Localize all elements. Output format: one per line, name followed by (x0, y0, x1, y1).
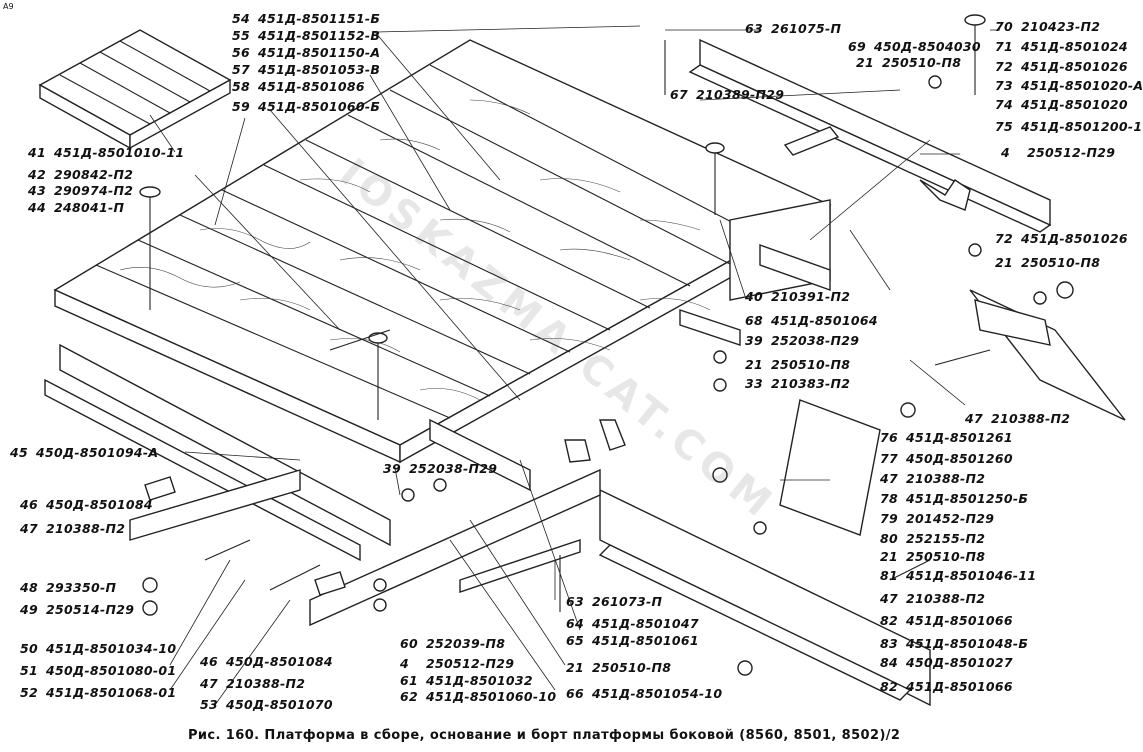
hardware (142, 75, 1074, 676)
figure-caption: Рис. 160. Платформа в сборе, основание и… (188, 728, 901, 743)
corner-mark: A9 (3, 2, 14, 11)
leader-lines (149, 25, 1000, 706)
platform-deck (53, 39, 832, 464)
side-flap (779, 289, 1126, 536)
small-pallet (38, 29, 232, 150)
